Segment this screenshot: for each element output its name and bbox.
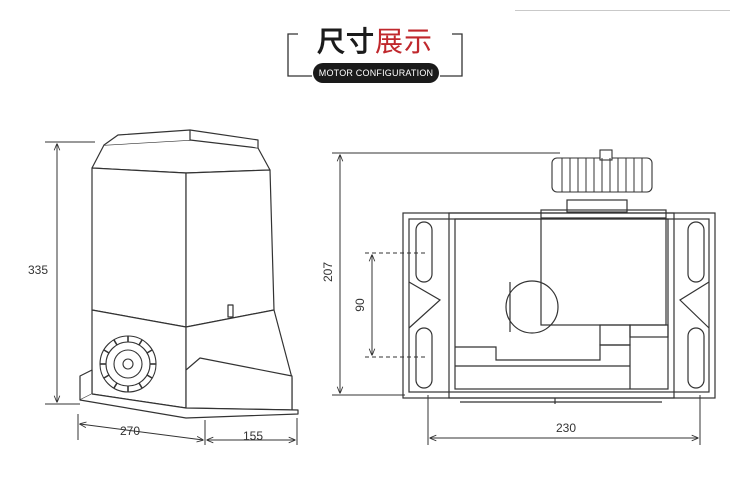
section-header: 尺寸展示 MOTOR CONFIGURATION [0,0,738,100]
top-view-dimension-lines [332,152,701,445]
dim-mount-spacing: 90 [353,298,367,312]
page-title: 尺寸展示 [290,20,460,60]
dim-height-top: 207 [321,262,335,282]
drive-gear-side [99,335,157,393]
title-display-word: 展示 [375,25,434,58]
dim-height-side: 335 [28,263,48,277]
dim-width-top: 230 [556,421,576,435]
title-dimension-word: 尺寸 [316,25,375,58]
drive-gear-top [551,149,653,193]
motor-top-view [402,199,716,404]
header-bracket-frame [287,33,463,77]
side-view-dimension-lines [45,141,298,445]
top-divider-line [515,10,730,11]
subtitle-badge: MOTOR CONFIGURATION [313,63,439,83]
dim-base-length: 270 [120,424,140,438]
dim-depth: 155 [243,429,263,443]
